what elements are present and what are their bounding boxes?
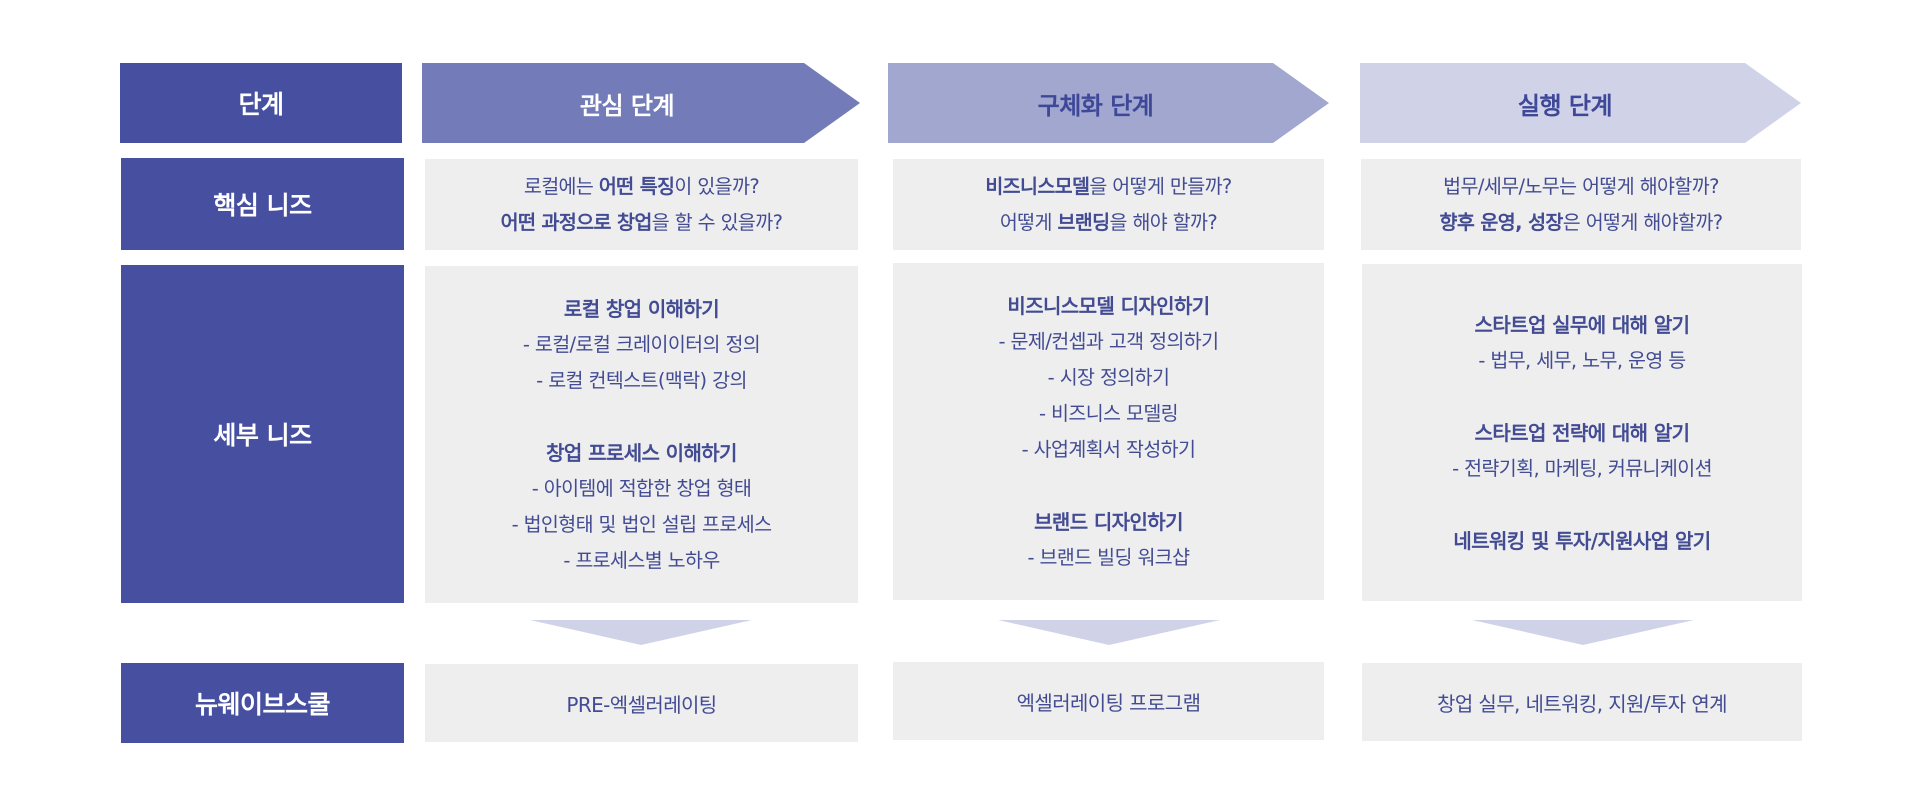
detail-needs-execute: 스타트업 실무에 대해 알기 - 법무, 세무, 노무, 운영 등 스타트업 전… [1362, 264, 1802, 601]
detail-needs-concretize: 비즈니스모델 디자인하기 - 문제/컨셉과 고객 정의하기 - 시장 정의하기 … [893, 263, 1324, 600]
text-run: 이 있을까? [674, 174, 760, 198]
core-needs-line-2: 어떻게 브랜딩을 해야 할까? [999, 205, 1218, 241]
program-name: 창업 실무, 네트워킹, 지원/투자 연계 [1437, 691, 1727, 716]
program-execute: 창업 실무, 네트워킹, 지원/투자 연계 [1362, 663, 1802, 741]
down-arrow-icon [998, 620, 1220, 645]
detail-needs-interest: 로컬 창업 이해하기 - 로컬/로컬 크레이이터의 정의 - 로컬 컨텍스트(맥… [425, 266, 858, 603]
text-run: 은 어떻게 해야할까? [1562, 210, 1723, 234]
detail-title: 비즈니스모델 디자인하기 [1007, 293, 1210, 318]
program-concretize: 엑셀러레이팅 프로그램 [893, 662, 1324, 740]
detail-item: - 프로세스별 노하우 [563, 548, 720, 572]
detail-item: - 문제/컨셉과 고객 정의하기 [998, 329, 1220, 353]
detail-item: - 사업계획서 작성하기 [1021, 437, 1196, 461]
text-run-bold: 향후 운영, 성장 [1439, 210, 1564, 234]
core-needs-execute: 법무/세무/노무는 어떻게 해야할까? 향후 운영, 성장은 어떻게 해야할까? [1361, 159, 1801, 250]
row-label-core-needs-text: 핵심 니즈 [213, 191, 312, 220]
core-needs-interest: 로컬에는 어떤 특징이 있을까? 어떤 과정으로 창업을 할 수 있을까? [425, 159, 858, 250]
text-run: 을 할 수 있을까? [651, 210, 783, 234]
stage-header-execute: 실행 단계 [1360, 63, 1801, 143]
text-run-bold: 비즈니스모델 [985, 174, 1090, 198]
row-label-detail-needs-text: 세부 니즈 [213, 421, 312, 450]
text-run-bold: 어떤 과정으로 창업 [500, 210, 653, 234]
core-needs-line-1: 로컬에는 어떤 특징이 있을까? [523, 169, 760, 205]
detail-title: 브랜드 디자인하기 [1034, 509, 1183, 534]
text-run: 을 어떻게 만들까? [1089, 174, 1232, 198]
detail-item: - 로컬 컨텍스트(맥락) 강의 [536, 368, 747, 392]
detail-title: 스타트업 실무에 대해 알기 [1474, 312, 1690, 337]
chevron-arrow-shape [422, 63, 860, 143]
row-label-detail-needs: 세부 니즈 [121, 265, 404, 603]
core-needs-line-1: 비즈니스모델을 어떻게 만들까? [985, 169, 1232, 205]
detail-item: - 법무, 세무, 노무, 운영 등 [1478, 348, 1686, 372]
stage-header-concretize: 구체화 단계 [888, 63, 1329, 143]
detail-item: - 아이템에 적합한 창업 형태 [531, 476, 752, 500]
detail-item: - 로컬/로컬 크레이이터의 정의 [522, 332, 761, 356]
row-label-program: 뉴웨이브스쿨 [121, 663, 404, 743]
down-arrow-icon [1472, 620, 1694, 645]
detail-item: - 시장 정의하기 [1047, 365, 1170, 389]
core-needs-line-1: 법무/세무/노무는 어떻게 해야할까? [1443, 169, 1719, 205]
text-run: 어떻게 [999, 210, 1058, 234]
detail-title: 로컬 창업 이해하기 [563, 296, 720, 321]
row-label-stage-text: 단계 [238, 90, 284, 119]
text-run: 로컬에는 [523, 174, 599, 198]
core-needs-line-2: 어떤 과정으로 창업을 할 수 있을까? [501, 205, 783, 241]
program-name: PRE-엑셀러레이팅 [566, 692, 717, 717]
program-interest: PRE-엑셀러레이팅 [425, 664, 858, 742]
row-label-program-text: 뉴웨이브스쿨 [194, 690, 331, 719]
text-run-bold: 브랜딩 [1057, 210, 1110, 234]
detail-title: 네트워킹 및 투자/지원사업 알기 [1453, 528, 1711, 553]
row-label-stage: 단계 [120, 63, 402, 143]
detail-item: - 전략기획, 마케팅, 커뮤니케이션 [1452, 456, 1712, 480]
stage-name: 실행 단계 [1517, 91, 1613, 120]
core-needs-concretize: 비즈니스모델을 어떻게 만들까? 어떻게 브랜딩을 해야 할까? [893, 159, 1324, 250]
chevron-arrow-shape [888, 63, 1329, 143]
program-name: 엑셀러레이팅 프로그램 [1016, 690, 1201, 715]
detail-title: 창업 프로세스 이해하기 [546, 440, 737, 465]
stage-header-interest: 관심 단계 [422, 63, 860, 143]
stage-name: 구체화 단계 [1037, 91, 1154, 120]
detail-title: 스타트업 전략에 대해 알기 [1474, 420, 1690, 445]
detail-item: - 비즈니스 모델링 [1038, 401, 1179, 425]
text-run: 을 해야 할까? [1109, 210, 1218, 234]
detail-item: - 브랜드 빌딩 워크샵 [1027, 545, 1191, 569]
text-run: 법무/세무/노무는 어떻게 해야할까? [1443, 174, 1719, 198]
row-label-core-needs: 핵심 니즈 [121, 158, 404, 250]
down-arrow-icon [530, 620, 752, 645]
detail-item: - 법인형태 및 법인 설립 프로세스 [511, 512, 772, 536]
chevron-arrow-shape [1360, 63, 1801, 143]
text-run-bold: 어떤 특징 [598, 174, 675, 198]
stage-name: 관심 단계 [579, 91, 675, 120]
core-needs-line-2: 향후 운영, 성장은 어떻게 해야할까? [1439, 205, 1724, 241]
